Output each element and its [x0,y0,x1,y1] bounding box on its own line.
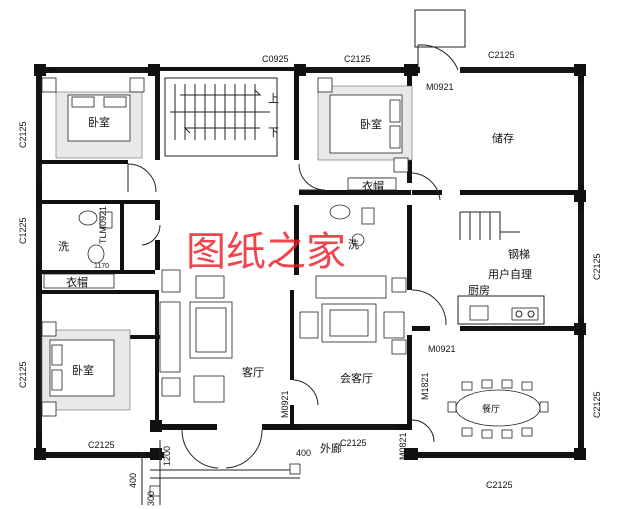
room-reception: 会客厅 [340,371,373,385]
room-bedroom-bottom-left: 卧室 [72,363,94,377]
code-c2125-bottom-right: C2125 [486,480,513,490]
stair-down-label: 下 [268,126,279,139]
label-user-custom: 用户自理 [488,267,532,281]
room-bedroom-top-mid: 卧室 [360,117,382,131]
bathroom-fixtures [78,204,375,264]
code-m0921-living: M0921 [280,390,290,418]
room-bedroom-top-left: 卧室 [88,115,110,129]
room-storage: 储存 [492,131,514,145]
label-piano: 钢梯 [508,248,530,261]
code-m0921-right: M0921 [428,344,456,354]
code-c2125-bottom-mid: C2125 [340,438,367,448]
staircase [164,77,278,157]
room-wardrobe-left: 衣帽 [66,275,88,289]
kitchen [457,211,545,325]
dim-400: 400 [128,473,138,488]
bed-top-mid [317,77,413,191]
dining-set [447,379,549,439]
code-c2125-right-mid: C2125 [592,253,602,280]
dim-300: 300 [146,491,156,506]
room-corridor: 外廊 [320,441,342,455]
code-c1225: C1225 [18,217,28,244]
living-furniture [159,269,233,403]
code-tlm0921: TLM0921 [98,206,108,244]
stair-up-label: 上 [268,92,279,105]
room-wardrobe-mid: 衣帽 [362,179,384,193]
code-c2125-top-right: C2125 [488,50,515,60]
code-c2125-left-top: C2125 [18,121,28,148]
wardrobe-left-box [43,273,115,289]
code-m0821: M0821 [398,432,408,460]
code-c2125-left-low: C2125 [18,361,28,388]
doors [127,9,466,469]
dim-1170: 1170 [94,263,109,270]
entrance-steps [141,440,301,505]
exterior-walls [34,64,586,460]
bed-bottom-left [41,321,131,417]
code-m1821: M1821 [420,372,430,400]
room-dining: 餐厅 [482,403,500,415]
code-c2125-right-low: C2125 [592,391,602,418]
code-c2125-bottom-left: C2125 [88,440,115,450]
room-wash-left: 洗 [58,240,69,253]
dim-400b: 400 [296,448,311,458]
code-c0925: C0925 [262,54,289,64]
reception-furniture [299,275,407,355]
room-wash-mid: 洗 [348,238,359,251]
wardrobe-mid-box [347,177,397,191]
code-m0921-top: M0921 [426,82,454,92]
watermark-text: 图纸之家 [186,229,346,275]
code-c2125-top-mid: C2125 [344,54,371,64]
bed-top-left [41,77,145,159]
interior-walls [38,70,582,430]
room-kitchen: 厨房 [468,284,490,297]
dim-1200: 1200 [162,446,172,466]
room-living: 客厅 [242,365,264,379]
